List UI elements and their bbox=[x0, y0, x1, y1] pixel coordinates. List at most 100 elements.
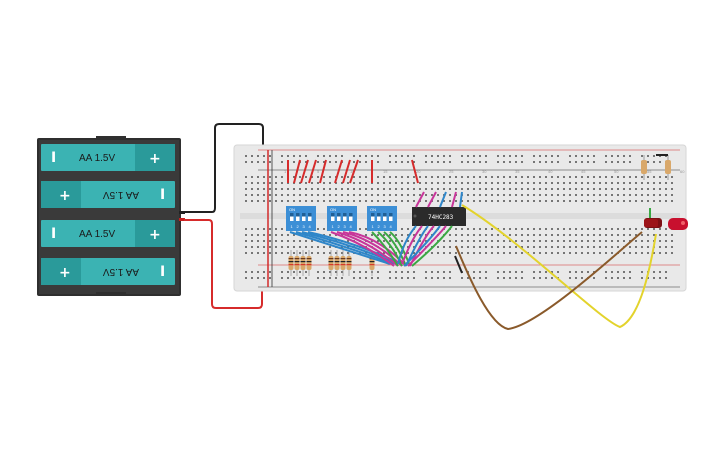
breadboard-hole[interactable] bbox=[293, 188, 295, 190]
breadboard-hole[interactable] bbox=[485, 240, 487, 242]
breadboard-hole[interactable] bbox=[263, 277, 265, 279]
breadboard-hole[interactable] bbox=[497, 246, 499, 248]
breadboard-hole[interactable] bbox=[407, 200, 409, 202]
breadboard-hole[interactable] bbox=[461, 228, 463, 230]
breadboard-hole[interactable] bbox=[407, 240, 409, 242]
breadboard-hole[interactable] bbox=[599, 194, 601, 196]
breadboard-hole[interactable] bbox=[317, 161, 319, 163]
breadboard-hole[interactable] bbox=[287, 200, 289, 202]
breadboard-hole[interactable] bbox=[323, 246, 325, 248]
breadboard-hole[interactable] bbox=[641, 271, 643, 273]
breadboard-hole[interactable] bbox=[623, 200, 625, 202]
breadboard-hole[interactable] bbox=[449, 234, 451, 236]
breadboard-hole[interactable] bbox=[647, 182, 649, 184]
breadboard-hole[interactable] bbox=[251, 188, 253, 190]
jumper-wire[interactable] bbox=[293, 159, 301, 184]
breadboard-hole[interactable] bbox=[551, 182, 553, 184]
breadboard-hole[interactable] bbox=[263, 246, 265, 248]
breadboard-hole[interactable] bbox=[365, 277, 367, 279]
breadboard-hole[interactable] bbox=[269, 176, 271, 178]
breadboard-hole[interactable] bbox=[545, 155, 547, 157]
resistor[interactable] bbox=[334, 256, 340, 270]
breadboard-hole[interactable] bbox=[449, 155, 451, 157]
breadboard-hole[interactable] bbox=[581, 188, 583, 190]
dip-toggle[interactable] bbox=[383, 213, 387, 221]
breadboard-hole[interactable] bbox=[509, 234, 511, 236]
breadboard-hole[interactable] bbox=[611, 200, 613, 202]
breadboard-hole[interactable] bbox=[605, 228, 607, 230]
breadboard-hole[interactable] bbox=[593, 234, 595, 236]
breadboard-hole[interactable] bbox=[317, 176, 319, 178]
breadboard-hole[interactable] bbox=[629, 271, 631, 273]
breadboard-hole[interactable] bbox=[437, 155, 439, 157]
breadboard-hole[interactable] bbox=[365, 188, 367, 190]
breadboard-hole[interactable] bbox=[599, 200, 601, 202]
breadboard-hole[interactable] bbox=[533, 246, 535, 248]
breadboard-hole[interactable] bbox=[587, 271, 589, 273]
breadboard-hole[interactable] bbox=[401, 182, 403, 184]
breadboard-hole[interactable] bbox=[365, 176, 367, 178]
breadboard-hole[interactable] bbox=[575, 246, 577, 248]
breadboard-hole[interactable] bbox=[593, 155, 595, 157]
breadboard-hole[interactable] bbox=[389, 277, 391, 279]
breadboard-hole[interactable] bbox=[665, 200, 667, 202]
breadboard-hole[interactable] bbox=[455, 200, 457, 202]
breadboard-hole[interactable] bbox=[623, 188, 625, 190]
wire-green[interactable] bbox=[371, 231, 399, 267]
breadboard-hole[interactable] bbox=[449, 252, 451, 254]
breadboard-hole[interactable] bbox=[431, 277, 433, 279]
breadboard-hole[interactable] bbox=[557, 240, 559, 242]
breadboard-hole[interactable] bbox=[485, 182, 487, 184]
breadboard-hole[interactable] bbox=[503, 240, 505, 242]
breadboard-hole[interactable] bbox=[401, 188, 403, 190]
breadboard-hole[interactable] bbox=[473, 240, 475, 242]
breadboard-hole[interactable] bbox=[395, 234, 397, 236]
breadboard-hole[interactable] bbox=[479, 155, 481, 157]
breadboard-hole[interactable] bbox=[545, 246, 547, 248]
breadboard-hole[interactable] bbox=[269, 271, 271, 273]
breadboard-hole[interactable] bbox=[305, 271, 307, 273]
breadboard-hole[interactable] bbox=[617, 161, 619, 163]
breadboard-hole[interactable] bbox=[359, 228, 361, 230]
breadboard-hole[interactable] bbox=[467, 155, 469, 157]
breadboard-hole[interactable] bbox=[275, 240, 277, 242]
breadboard-hole[interactable] bbox=[635, 188, 637, 190]
breadboard-hole[interactable] bbox=[413, 271, 415, 273]
breadboard-hole[interactable] bbox=[563, 182, 565, 184]
breadboard-hole[interactable] bbox=[251, 240, 253, 242]
breadboard-hole[interactable] bbox=[275, 200, 277, 202]
breadboard-hole[interactable] bbox=[569, 155, 571, 157]
breadboard-hole[interactable] bbox=[311, 240, 313, 242]
breadboard-hole[interactable] bbox=[557, 194, 559, 196]
breadboard-hole[interactable] bbox=[251, 228, 253, 230]
breadboard-hole[interactable] bbox=[341, 194, 343, 196]
breadboard-hole[interactable] bbox=[653, 234, 655, 236]
breadboard-hole[interactable] bbox=[467, 228, 469, 230]
breadboard-hole[interactable] bbox=[449, 200, 451, 202]
breadboard-hole[interactable] bbox=[413, 246, 415, 248]
breadboard-hole[interactable] bbox=[317, 155, 319, 157]
breadboard-hole[interactable] bbox=[431, 271, 433, 273]
breadboard-hole[interactable] bbox=[503, 182, 505, 184]
breadboard-hole[interactable] bbox=[539, 228, 541, 230]
breadboard-hole[interactable] bbox=[599, 228, 601, 230]
breadboard-hole[interactable] bbox=[533, 252, 535, 254]
breadboard-hole[interactable] bbox=[275, 252, 277, 254]
breadboard-hole[interactable] bbox=[251, 277, 253, 279]
jumper-wire[interactable] bbox=[300, 159, 309, 184]
breadboard-hole[interactable] bbox=[665, 182, 667, 184]
breadboard-hole[interactable] bbox=[323, 188, 325, 190]
breadboard-hole[interactable] bbox=[527, 228, 529, 230]
breadboard-hole[interactable] bbox=[617, 200, 619, 202]
breadboard-hole[interactable] bbox=[281, 182, 283, 184]
resistor[interactable] bbox=[294, 256, 300, 270]
breadboard-hole[interactable] bbox=[527, 234, 529, 236]
breadboard-hole[interactable] bbox=[605, 252, 607, 254]
wire-black-battery[interactable] bbox=[184, 123, 264, 213]
breadboard-hole[interactable] bbox=[575, 252, 577, 254]
breadboard-hole[interactable] bbox=[539, 155, 541, 157]
breadboard-hole[interactable] bbox=[515, 246, 517, 248]
jumper-wire[interactable] bbox=[411, 159, 419, 184]
breadboard-hole[interactable] bbox=[545, 277, 547, 279]
breadboard-hole[interactable] bbox=[563, 252, 565, 254]
